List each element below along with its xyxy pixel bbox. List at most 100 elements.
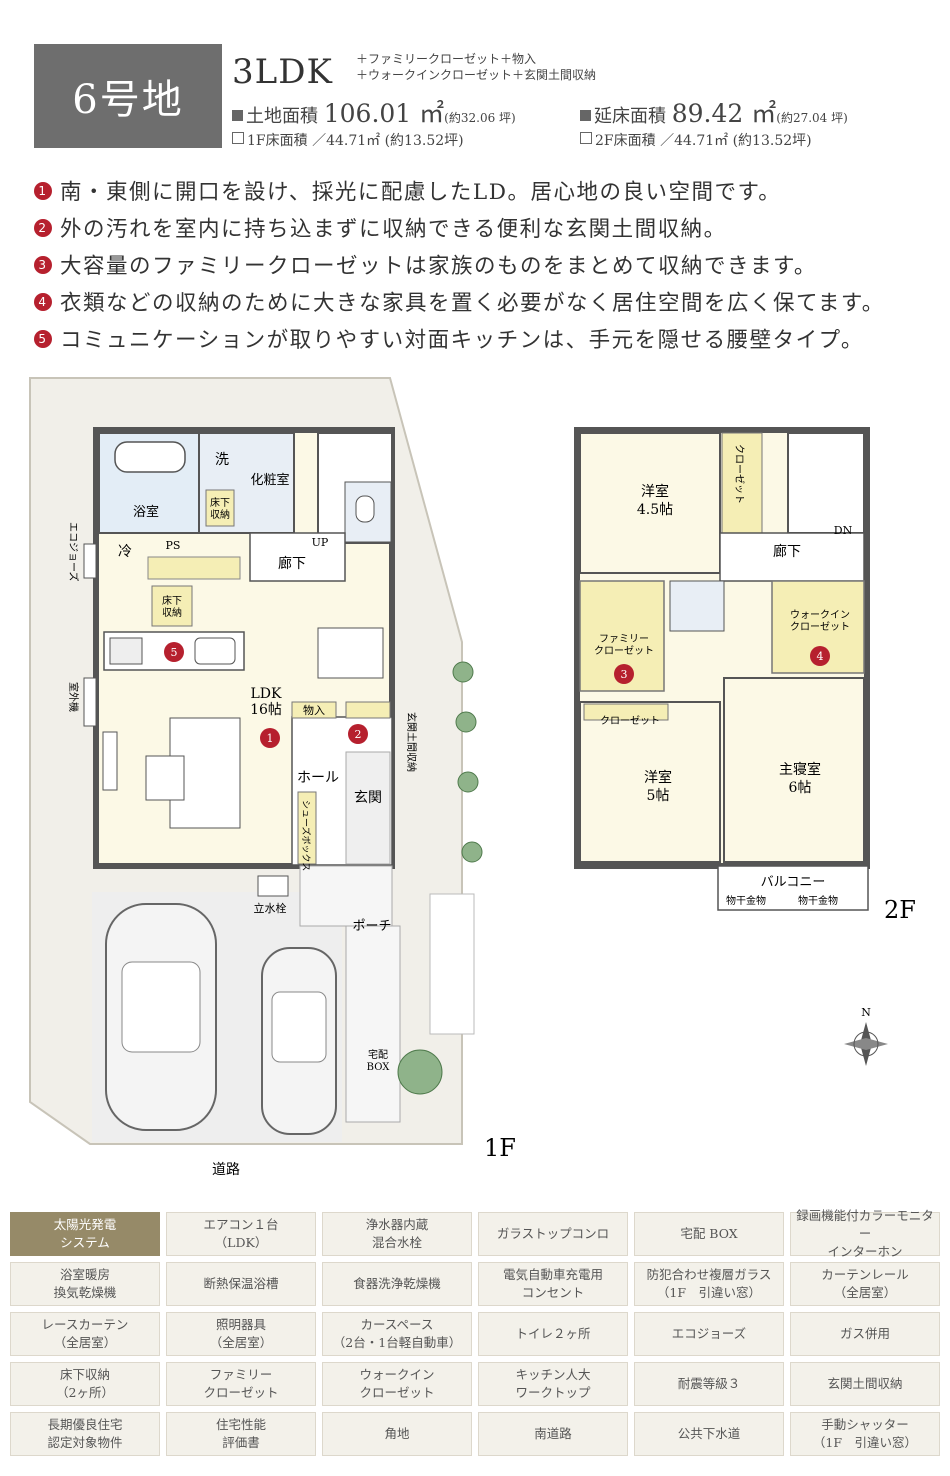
ldk-label: LDK <box>251 686 283 702</box>
equipment-grid: 太陽光発電 システムエアコン１台 （LDK）浄水器内蔵 混合水栓ガラストップコン… <box>10 1208 940 1456</box>
marker-1 <box>260 728 280 748</box>
dn-label: DN <box>834 524 853 537</box>
corridor-label: 廊下 <box>278 555 306 572</box>
floor-2f-label: 2F <box>884 896 916 924</box>
equipment-item: エコジョーズ <box>634 1312 784 1356</box>
equipment-item: 角地 <box>322 1412 472 1456</box>
powder-label: 化粧室 <box>250 472 289 488</box>
bath-label: 浴室 <box>133 504 159 520</box>
floor-1f-label: 1F <box>484 1134 516 1162</box>
floor-area-value: 89.42 ㎡ <box>671 99 777 128</box>
genkan-storage <box>345 701 391 719</box>
wash-label: 洗 <box>215 452 229 468</box>
point-item: 5 コミュニケーションが取りやすい対面キッチンは、手元を隠せる腰壁タイプ。 <box>34 320 934 357</box>
equipment-item: 浄水器内蔵 混合水栓 <box>322 1212 472 1256</box>
master-size: 6帖 <box>789 780 812 796</box>
point-text: コミュニケーションが取りやすい対面キッチンは、手元を隠せる腰壁タイプ。 <box>60 328 864 353</box>
fridge-label: 冷 <box>118 544 132 560</box>
equipment-item: 床下収納 （2ヶ所） <box>10 1362 160 1406</box>
land-area-label: 土地面積 <box>246 106 318 127</box>
point-number: 5 <box>34 329 52 348</box>
marker-3 <box>614 664 634 684</box>
ecojoes-label: エコジョーズ <box>67 522 80 582</box>
ecojoes-unit <box>83 543 97 579</box>
second-floor-plan: 洋室 4.5帖 クローゼット DN 廊下 ファミリークローゼット ウォークインク… <box>574 427 916 1066</box>
garden-strip <box>429 893 475 1035</box>
land-area: 土地面積 106.01 ㎡(約32.06 坪) <box>232 94 516 130</box>
porch-label: ポーチ <box>352 919 391 934</box>
point-number: 1 <box>34 181 52 200</box>
marker-5 <box>164 642 184 662</box>
equipment-item: 防犯合わせ複層ガラス （1F 引違い窓） <box>634 1262 784 1306</box>
marker-2 <box>348 724 368 744</box>
point-number: 2 <box>34 218 52 237</box>
room1-size: 4.5帖 <box>637 502 673 518</box>
storage-label: 物入 <box>303 703 325 717</box>
point-number: 3 <box>34 255 52 274</box>
car-large-roof <box>121 961 201 1053</box>
room1-label: 洋室 <box>641 483 669 500</box>
equipment-item: 長期優良住宅 認定対象物件 <box>10 1412 160 1456</box>
toilet-2f <box>669 580 725 632</box>
bathtub-icon <box>114 441 186 473</box>
room2-size: 5帖 <box>647 788 670 804</box>
faucet-label: 立水栓 <box>254 901 287 915</box>
under-storage-a-label: 床下収納 <box>210 496 230 521</box>
floor-area-tsubo: (約27.04 坪) <box>776 111 848 125</box>
porch <box>299 865 393 927</box>
point-number: 4 <box>34 292 52 311</box>
first-floor-area-text: 1F床面積 ／44.71㎡ (約13.52坪) <box>247 133 464 149</box>
car-small-roof <box>271 991 327 1063</box>
second-floor-area-text: 2F床面積 ／44.71㎡ (約13.52坪) <box>595 133 812 149</box>
storage-1f <box>291 701 337 719</box>
marker-1-text: 1 <box>267 732 274 745</box>
faucet-icon <box>257 875 289 897</box>
equipment-item: トイレ２ヶ所 <box>478 1312 628 1356</box>
shrub-icon <box>455 711 477 733</box>
shoebox <box>297 791 317 865</box>
master-bedroom <box>723 677 865 863</box>
ps-label: PS <box>166 539 181 552</box>
road-label: 道路 <box>212 1162 240 1178</box>
stairs-2f <box>787 432 865 534</box>
entrance-label: 玄関 <box>354 789 382 806</box>
equipment-item: 断熱保温浴槽 <box>166 1262 316 1306</box>
marker-4-text: 4 <box>817 650 824 663</box>
equipment-item: 公共下水道 <box>634 1412 784 1456</box>
equipment-item: 南道路 <box>478 1412 628 1456</box>
approach <box>345 925 401 1123</box>
floor-area: 延床面積 89.42 ㎡(約27.04 坪) <box>580 94 848 130</box>
genkan-storage-label: 玄関土間収納 <box>405 712 418 772</box>
room2-label: 洋室 <box>644 769 672 786</box>
equipment-item: カースペース （2台・1台軽自動車） <box>322 1312 472 1356</box>
equipment-item: 手動シャッター （1F 引違い窓） <box>790 1412 940 1456</box>
equipment-item: 太陽光発電 システム <box>10 1212 160 1256</box>
equipment-item: カーテンレール （全居室） <box>790 1262 940 1306</box>
equipment-item: 食器洗浄乾燥機 <box>322 1262 472 1306</box>
first-floor-plan: 浴室 洗 化粧室 床下収納 冷 PS UP 廊下 床下収納 エコジョーズ 室外機… <box>29 377 516 1178</box>
equipment-item: 照明器具 （全居室） <box>166 1312 316 1356</box>
equipment-item: 宅配 BOX <box>634 1212 784 1256</box>
equipment-item: ガス併用 <box>790 1312 940 1356</box>
closet-vertical <box>721 432 763 534</box>
extras-line-2: ＋ウォークインクローゼット＋玄関土間収納 <box>356 68 597 82</box>
first-floor-area: 1F床面積 ／44.71㎡ (約13.52坪) <box>232 130 464 150</box>
sink-icon <box>194 637 236 665</box>
equipment-item: エアコン１台 （LDK） <box>166 1212 316 1256</box>
equipment-item: ウォークイン クローゼット <box>322 1362 472 1406</box>
corridor-2f-label: 廊下 <box>773 543 801 560</box>
room-5 <box>579 701 721 863</box>
equipment-item: 玄関土間収納 <box>790 1362 940 1406</box>
floor-plans: 浴室 洗 化粧室 床下収納 冷 PS UP 廊下 床下収納 エコジョーズ 室外機… <box>29 377 916 1178</box>
under-storage-b-label: 床下収納 <box>162 594 182 619</box>
up-label: UP <box>312 536 329 549</box>
balcony-label: バルコニー <box>761 875 826 890</box>
equipment-item: ガラストップコンロ <box>478 1212 628 1256</box>
stove-icon <box>109 637 143 665</box>
equipment-item: 録画機能付カラーモニター インターホン <box>790 1208 940 1259</box>
land-area-tsubo: (約32.06 坪) <box>444 111 516 125</box>
